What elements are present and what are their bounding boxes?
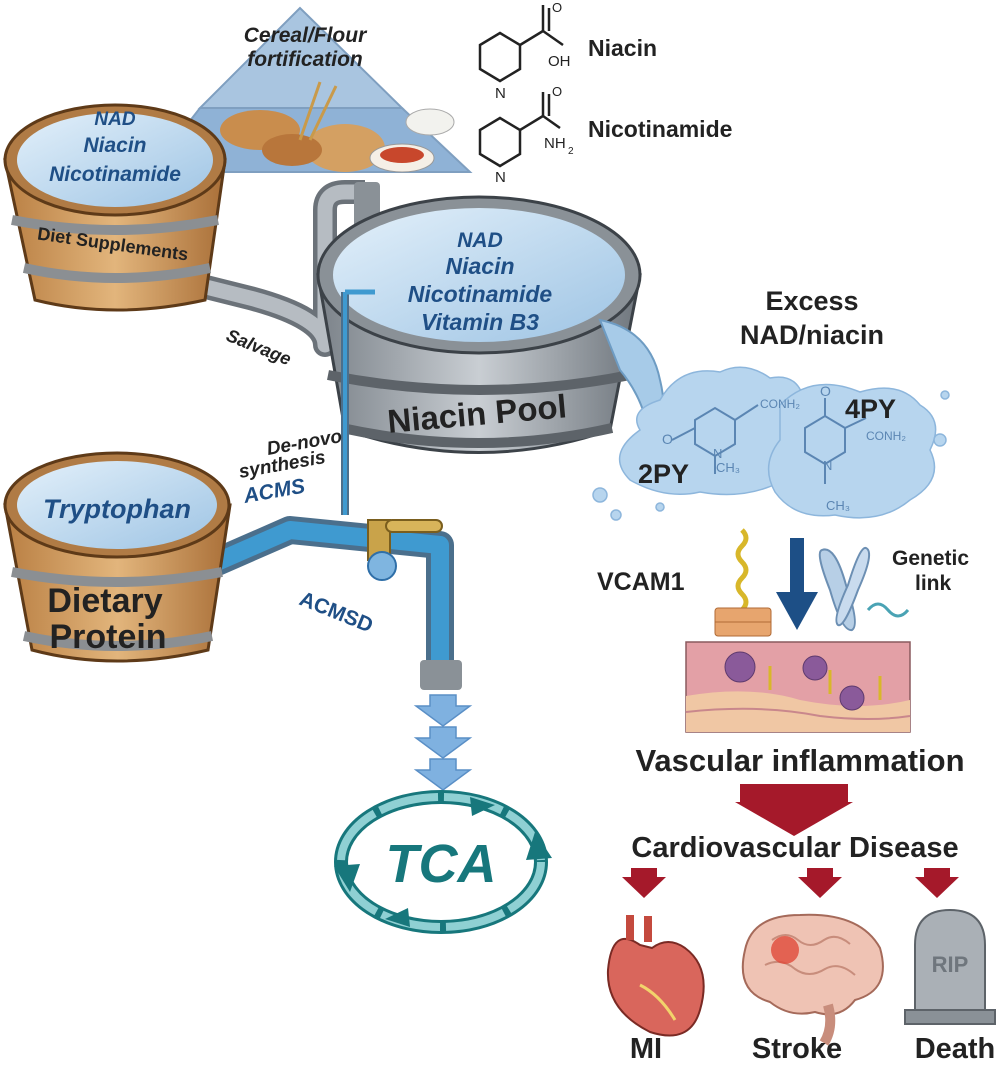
nicotinamide-structure-icon	[478, 92, 561, 168]
pyramid-line1: Cereal/Flour	[244, 24, 368, 47]
arrow-stroke-icon	[798, 868, 842, 898]
niacin-n-label: N	[495, 85, 506, 102]
pyramid-line2: fortification	[247, 48, 363, 71]
nicotinamide-n-label: N	[495, 169, 506, 186]
niacin-pool-barrel	[316, 195, 665, 454]
brain-icon	[741, 913, 884, 1046]
o-4py: O	[820, 383, 831, 399]
flow-arrows-icon	[413, 694, 473, 791]
tca-cycle-icon	[334, 790, 552, 934]
outcome-stroke: Stroke	[752, 1033, 842, 1065]
protein-top-label: Tryptophan	[43, 494, 191, 524]
ch3-4py: CH₃	[826, 498, 850, 513]
tombstone-icon	[904, 908, 996, 1025]
supplements-barrel	[3, 103, 227, 312]
niacin-name: Niacin	[588, 35, 657, 61]
nicotinamide-sub2: 2	[568, 146, 574, 157]
down-arrow-icon	[776, 538, 818, 630]
outlet-spout	[420, 660, 462, 690]
arrow-death-icon	[915, 868, 959, 898]
vcam1-molecule-icon	[714, 528, 772, 637]
pool-line-nicotinamide: Nicotinamide	[408, 281, 553, 307]
ch3-2py: CH₃	[716, 460, 740, 475]
supplements-line-nad: NAD	[94, 109, 135, 130]
arrow-mi-icon	[622, 868, 666, 898]
niacin-structure-icon	[478, 5, 564, 83]
excess-line2: NAD/niacin	[740, 320, 884, 350]
py4-label: 4PY	[845, 394, 896, 424]
cvd-label: Cardiovascular Disease	[631, 832, 958, 864]
py2-label: 2PY	[638, 459, 689, 489]
protein-label-line1: Dietary	[47, 582, 162, 620]
protein-barrel	[3, 451, 232, 663]
n-4py: N	[823, 458, 832, 473]
metabolite-splash	[592, 366, 950, 521]
supplements-line-niacin: Niacin	[83, 134, 146, 157]
heart-icon	[606, 915, 705, 1037]
outcome-death: Death	[915, 1033, 996, 1065]
conh2-2py: CONH₂	[760, 397, 800, 411]
supplements-line-nicotinamide: Nicotinamide	[49, 163, 181, 186]
vascular-tissue-icon	[685, 641, 911, 733]
protein-label-line2: Protein	[49, 618, 166, 656]
excess-line1: Excess	[765, 286, 858, 316]
n-2py: N	[713, 446, 722, 461]
outcome-mi: MI	[630, 1033, 662, 1065]
conh2-4py: CONH₂	[866, 429, 906, 443]
salvage-label: Salvage	[224, 325, 295, 369]
nicotinamide-name: Nicotinamide	[588, 116, 732, 142]
pool-line-vitaminb3: Vitamin B3	[421, 309, 539, 335]
nicotinamide-o-label: O	[552, 84, 562, 99]
niacin-oh-label: OH	[548, 53, 571, 70]
genetic-line1: Genetic	[892, 547, 969, 570]
pool-line-niacin: Niacin	[445, 253, 514, 279]
big-red-arrow-icon	[735, 784, 853, 836]
tca-label: TCA	[386, 834, 497, 894]
valve-handle-icon	[385, 519, 443, 533]
niacin-o-label: O	[552, 0, 562, 15]
tombstone-text: RIP	[932, 952, 969, 977]
chromosome-icon	[818, 547, 910, 632]
genetic-line2: link	[915, 572, 951, 595]
grain-foods-icon	[220, 81, 455, 173]
acmsd-label: ACMSD	[296, 587, 376, 637]
vcam1-label: VCAM1	[597, 568, 685, 596]
outcome-arrows	[622, 868, 959, 898]
pyridone-structures-icon	[671, 398, 867, 484]
pool-line-nad: NAD	[457, 229, 503, 252]
denovo-pipe	[204, 289, 462, 690]
fortification-pyramid: Cereal/Flour fortification	[147, 6, 473, 173]
vascular-label: Vascular inflammation	[635, 743, 964, 778]
o-2py: O	[662, 431, 673, 447]
blockage-icon	[367, 551, 397, 581]
nicotinamide-nh-label: NH	[544, 135, 566, 152]
